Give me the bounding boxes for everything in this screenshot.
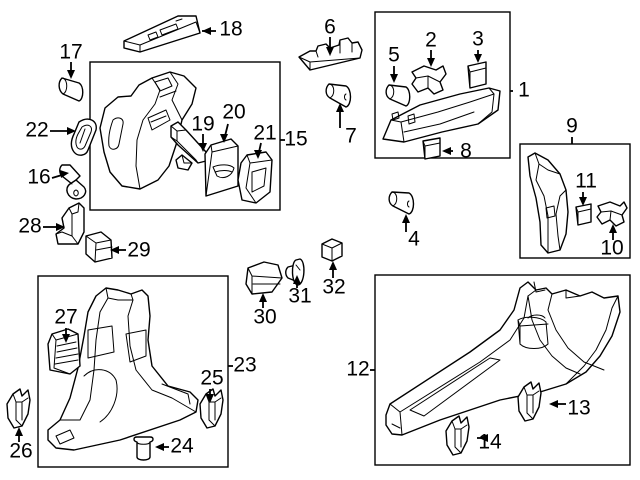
part-21-cover-panel [237,151,273,204]
callout-4[interactable]: 4 [408,228,420,251]
part-28-upper-bracket [55,202,85,245]
callout-24[interactable]: 24 [170,435,194,458]
callout-29[interactable]: 29 [127,239,150,262]
callout-6[interactable]: 6 [324,16,336,39]
group-box-1 [374,11,511,159]
callout-20[interactable]: 20 [222,101,245,124]
callout-23[interactable]: 23 [233,354,256,377]
part-27-vent-grille [47,328,81,375]
callout-22[interactable]: 22 [25,119,48,142]
callout-17[interactable]: 17 [59,41,82,64]
callout-30[interactable]: 30 [253,306,276,329]
part-10-retainer-clip [596,201,628,227]
callout-labels: 1 2 3 4 5 6 7 8 9 10 11 12 13 14 15 16 1… [9,16,623,463]
callout-12[interactable]: 12 [346,358,369,381]
part-22-oval-trim-cap [70,118,97,156]
part-1-pillar-trim-panel [382,87,501,143]
part-29-wedge-block [85,231,113,263]
part-13-retainer-clip [517,381,542,422]
part-2-retainer-clip [411,65,447,95]
callout-28[interactable]: 28 [18,215,41,238]
callout-27[interactable]: 27 [54,306,77,329]
callout-1[interactable]: 1 [518,79,530,102]
part-4-push-pin-fastener [388,191,415,215]
callout-16[interactable]: 16 [27,166,50,189]
callout-21[interactable]: 21 [253,122,276,145]
callout-32[interactable]: 32 [322,276,345,299]
callout-31[interactable]: 31 [288,285,311,308]
part-15-upper-pillar-trim [99,71,197,190]
part-18-roof-rail-trim [123,15,201,53]
part-30-wedge-block [245,261,283,295]
leader-lines [15,27,617,451]
callout-8[interactable]: 8 [460,140,472,163]
callout-9[interactable]: 9 [566,115,578,138]
part-16-pin-fastener [59,164,87,200]
callout-5[interactable]: 5 [388,44,400,67]
part-5-bushing-plug [385,84,411,107]
group-box-23 [37,275,229,468]
part-3-trim-tab [467,61,487,89]
part-32-cube-fastener [321,238,343,262]
callout-13[interactable]: 13 [567,397,590,420]
callout-18[interactable]: 18 [219,18,242,41]
callout-3[interactable]: 3 [472,28,484,51]
callout-2[interactable]: 2 [425,29,437,52]
callout-14[interactable]: 14 [478,431,502,454]
callout-7[interactable]: 7 [345,125,357,148]
part-12-rocker-panel-molding [385,281,621,436]
part-9-quarter-pillar-trim [527,152,569,254]
part-26-retainer-clip [6,388,31,429]
callout-15[interactable]: 15 [284,128,307,151]
leader-16 [51,174,63,179]
callout-10[interactable]: 10 [600,237,623,260]
callout-25[interactable]: 25 [200,367,223,390]
callout-26[interactable]: 26 [9,440,32,463]
part-17-cylinder-plug [58,77,84,102]
part-7-push-pin-fastener [325,83,352,108]
part-23-center-pillar-trim [47,287,199,451]
callout-19[interactable]: 19 [191,113,214,136]
part-8-trim-tab [422,137,441,160]
part-20-cover-panel [204,138,239,197]
part-25-retainer-clip [199,388,224,429]
part-11-trim-tab [575,203,592,226]
part-14-retainer-clip [445,415,470,456]
group-box-9 [519,143,631,259]
part-24-bushing-plug [133,436,154,461]
callout-11[interactable]: 11 [575,170,597,193]
